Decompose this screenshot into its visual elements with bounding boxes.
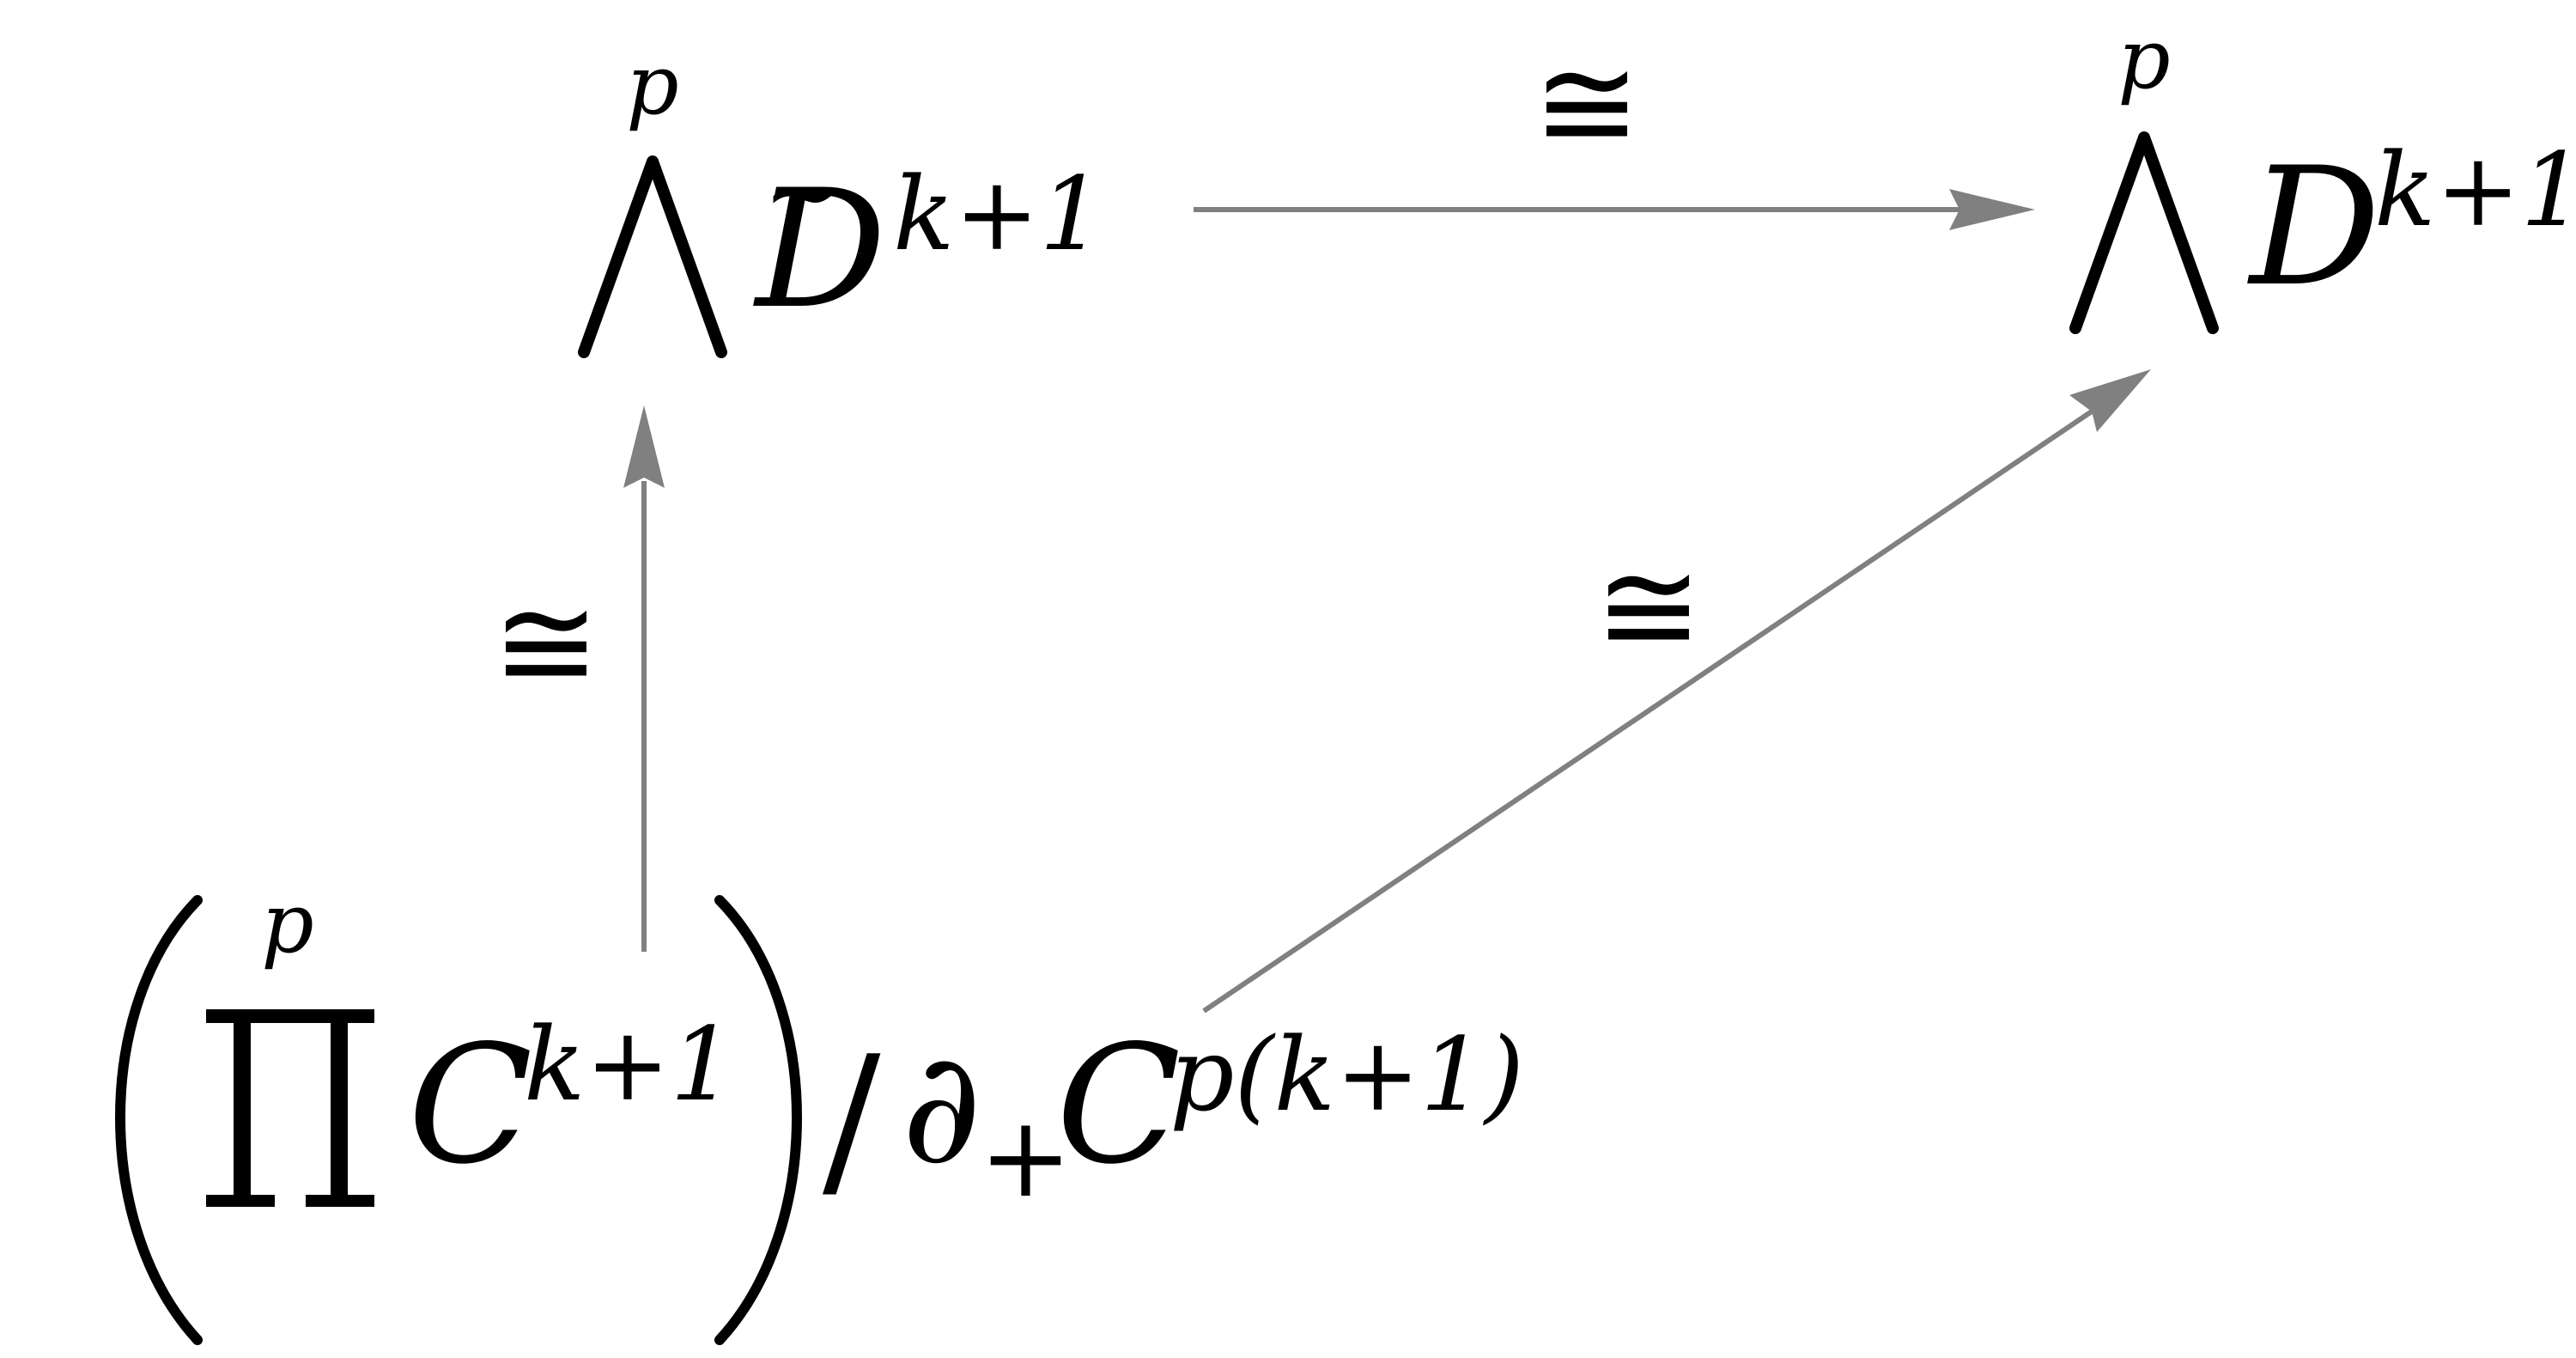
left-big-parenthesis <box>115 895 203 1345</box>
arrow-diagonal: ≅ <box>1202 369 2151 1014</box>
top-left-exponent: k+1 <box>893 155 1103 273</box>
boundary-subscript: + <box>979 1092 1072 1222</box>
top-left-wedge-symbol <box>578 155 727 358</box>
arrow-top-head <box>1949 189 2035 230</box>
top-right-wedge-symbol <box>2069 131 2219 334</box>
top-left-wedge-superscript: p <box>626 37 678 133</box>
quotient-exponent: p(k+1) <box>1170 1015 1524 1134</box>
arrow-top-label: ≅ <box>1533 29 1641 179</box>
top-right-exponent: k+1 <box>2374 131 2576 249</box>
product-superscript: p <box>261 875 313 971</box>
arrow-diagonal-head <box>2069 369 2151 432</box>
arrow-vertical: ≅ <box>492 405 665 952</box>
node-bottom: p C k+1 / ∂ + C p(k+1) <box>115 875 1524 1345</box>
top-left-tilde-accent: ~ <box>763 137 842 247</box>
top-right-base-letter: D <box>2247 132 2380 322</box>
node-top-left: p ~ D k+1 <box>578 37 1103 358</box>
top-right-wedge-superscript: p <box>2117 11 2170 107</box>
arrow-vertical-head <box>623 405 665 488</box>
node-top-right: p D k+1 <box>2069 11 2576 334</box>
quotient-slash: / <box>823 1020 881 1220</box>
boundary-symbol: ∂ <box>902 1019 981 1198</box>
arrow-vertical-label: ≅ <box>492 569 600 718</box>
bottom-exponent: k+1 <box>524 1005 734 1124</box>
arrow-top: ≅ <box>1194 29 2035 230</box>
top-left-base-letter: D <box>753 155 886 344</box>
quotient-base-letter: C <box>1056 1010 1181 1200</box>
product-symbol <box>206 1009 374 1207</box>
arrow-diagonal-label: ≅ <box>1595 533 1703 682</box>
right-big-parenthesis <box>714 895 802 1345</box>
bottom-base-letter: C <box>408 1010 532 1200</box>
arrow-diagonal-shaft <box>1202 409 2093 1014</box>
